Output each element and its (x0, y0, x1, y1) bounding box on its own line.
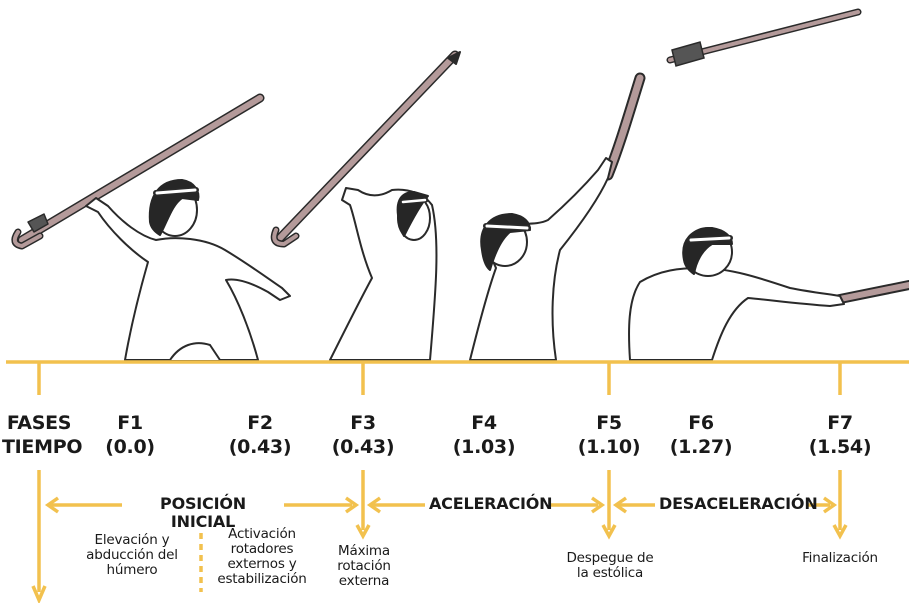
tiempo-label: TIEMPO (2, 436, 83, 458)
phase-f7-time: (1.54) (808, 436, 872, 458)
phase-f7-id: F7 (827, 412, 853, 434)
description-f7: Finalización (802, 550, 878, 566)
phase-f6-id: F6 (688, 412, 714, 434)
f7-down-arrow (832, 470, 848, 540)
spear-3 (602, 72, 646, 181)
f5-down-arrow (601, 470, 617, 540)
phase-f6-time: (1.27) (669, 436, 733, 458)
spear-1 (11, 93, 265, 250)
fases-label: FASES (6, 412, 72, 434)
thrower-figure-3 (469, 72, 646, 361)
posicion-inicial-arrow (44, 496, 360, 514)
description-f2: Activación rotadores externos y estabili… (217, 526, 307, 588)
description-f5: Despegue de la estólica (566, 550, 654, 582)
fases-down-arrow (31, 470, 47, 603)
phase-f1-id: F1 (117, 412, 143, 434)
phase-f5-id: F5 (596, 412, 622, 434)
phase-f4-time: (1.03) (452, 436, 516, 458)
section-aceleracion: ACELERACIÓN (425, 495, 553, 513)
section-posicion-inicial: POSICIÓN INICIAL (122, 495, 284, 531)
desaceleracion-arrow (612, 496, 838, 514)
phase-f3-time: (0.43) (331, 436, 395, 458)
thrower-figure-4 (628, 227, 909, 361)
flying-spear (666, 8, 862, 67)
description-f3: Máxima rotación externa (337, 543, 391, 590)
timeline (6, 360, 909, 603)
spear-4 (830, 280, 909, 305)
aceleracion-arrow (366, 496, 606, 514)
thrower-figure-2 (270, 50, 461, 361)
phase-f5-time: (1.10) (577, 436, 641, 458)
phase-f3-id: F3 (350, 412, 376, 434)
spear-2 (270, 50, 461, 248)
description-f1: Elevación y abducción del húmero (86, 532, 178, 579)
phase-f4-id: F4 (471, 412, 497, 434)
phase-f1-time: (0.0) (105, 436, 155, 458)
section-desaceleracion: DESACELERACIÓN (655, 495, 818, 513)
phase-f2-time: (0.43) (228, 436, 292, 458)
f3-down-arrow (355, 470, 371, 540)
thrower-figure-1 (11, 93, 291, 361)
phase-f2-id: F2 (247, 412, 273, 434)
